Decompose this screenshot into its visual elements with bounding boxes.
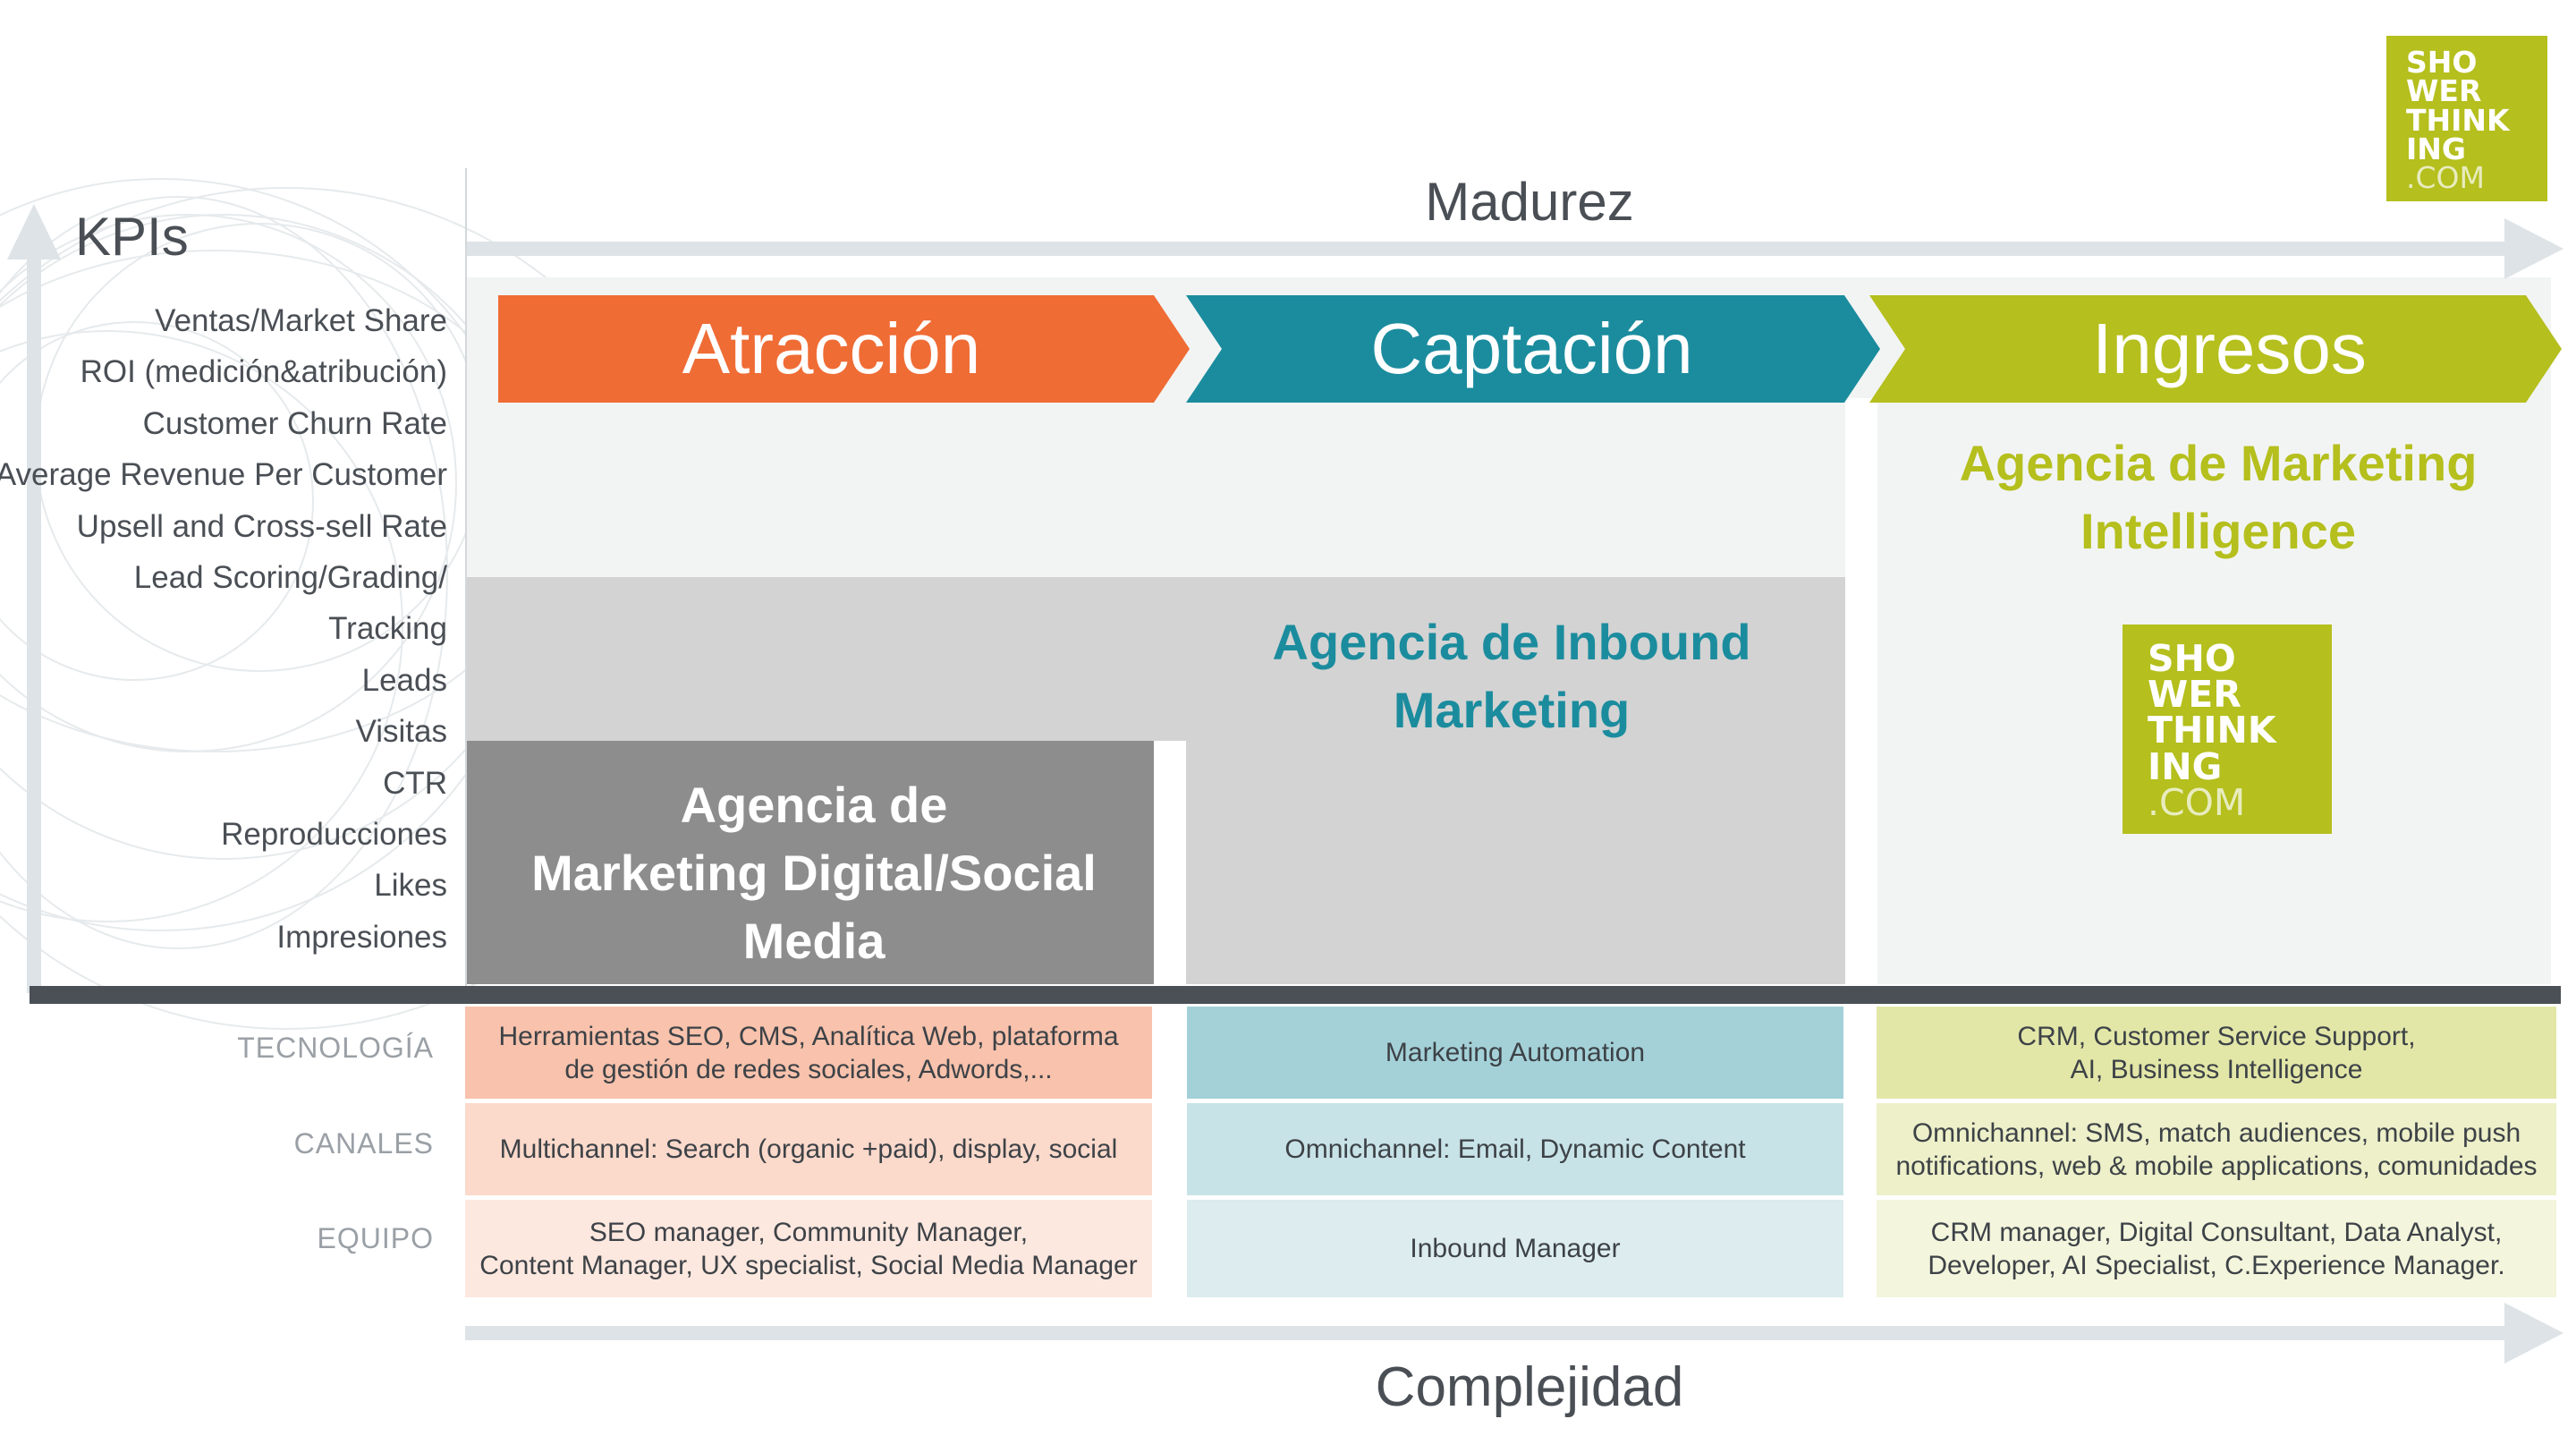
cell-equipo-atraccion: SEO manager, Community Manager, Content …: [465, 1200, 1152, 1297]
cell-tecnologia-ingresos: CRM, Customer Service Support, AI, Busin…: [1877, 1007, 2556, 1099]
cell-tecnologia-atraccion: Herramientas SEO, CMS, Analítica Web, pl…: [465, 1007, 1152, 1099]
cell-canales-captacion: Omnichannel: Email, Dynamic Content: [1187, 1103, 1843, 1195]
cell-canales-ingresos: Omnichannel: SMS, match audiences, mobil…: [1877, 1103, 2556, 1195]
row-label-tecnologia: TECNOLOGÍA: [237, 1032, 434, 1064]
kpi-item: ROI (medición&atribución): [80, 354, 447, 389]
stage-label-atraccion: Atracción: [682, 309, 981, 388]
kpi-item: CTR: [383, 766, 447, 801]
cell-tecnologia-captacion: Marketing Automation: [1187, 1007, 1843, 1099]
agency-digital: Agencia de Marketing Digital/Social Medi…: [531, 777, 1097, 969]
stage-label-captacion: Captación: [1370, 309, 1693, 388]
agency-intelligence: Agencia de Marketing Intelligence: [1959, 435, 2478, 559]
kpi-item: Ventas/Market Share: [155, 303, 447, 338]
column-gap: [1845, 398, 1877, 984]
chevron-atraccion: [498, 295, 1190, 403]
kpi-item: Likes: [374, 868, 447, 903]
kpi-item: Lead Scoring/Grading/: [133, 560, 447, 595]
kpi-item: Customer Churn Rate: [142, 406, 447, 441]
kpi-item: Impresiones: [276, 920, 447, 955]
digital-block: [465, 741, 1154, 984]
stage-label-ingresos: Ingresos: [2092, 309, 2367, 388]
chevron-captacion: [1186, 295, 1880, 403]
cell-canales-atraccion: Multichannel: Search (organic +paid), di…: [465, 1103, 1152, 1195]
kpi-item: Average Revenue Per Customer: [0, 457, 447, 492]
cell-equipo-ingresos: CRM manager, Digital Consultant, Data An…: [1877, 1200, 2556, 1297]
kpi-item: Leads: [361, 663, 447, 698]
row-label-canales: CANALES: [293, 1127, 434, 1160]
axis-label-madurez: Madurez: [1425, 171, 1634, 232]
axis-label-kpis: KPIs: [75, 207, 189, 267]
agency-inbound: Agencia de Inbound Marketing: [1272, 614, 1751, 738]
kpi-item: Tracking: [328, 611, 447, 646]
axis-label-complejidad: Complejidad: [1375, 1355, 1684, 1418]
cell-equipo-captacion: Inbound Manager: [1187, 1200, 1843, 1297]
kpi-item: Upsell and Cross-sell Rate: [76, 509, 447, 544]
stage-chevrons: [498, 295, 2562, 403]
kpi-item: Reproducciones: [221, 817, 447, 852]
row-label-equipo: EQUIPO: [317, 1222, 434, 1254]
chevron-ingresos: [1869, 295, 2562, 403]
block-gap: [1154, 741, 1186, 987]
kpi-item: Visitas: [355, 714, 447, 749]
